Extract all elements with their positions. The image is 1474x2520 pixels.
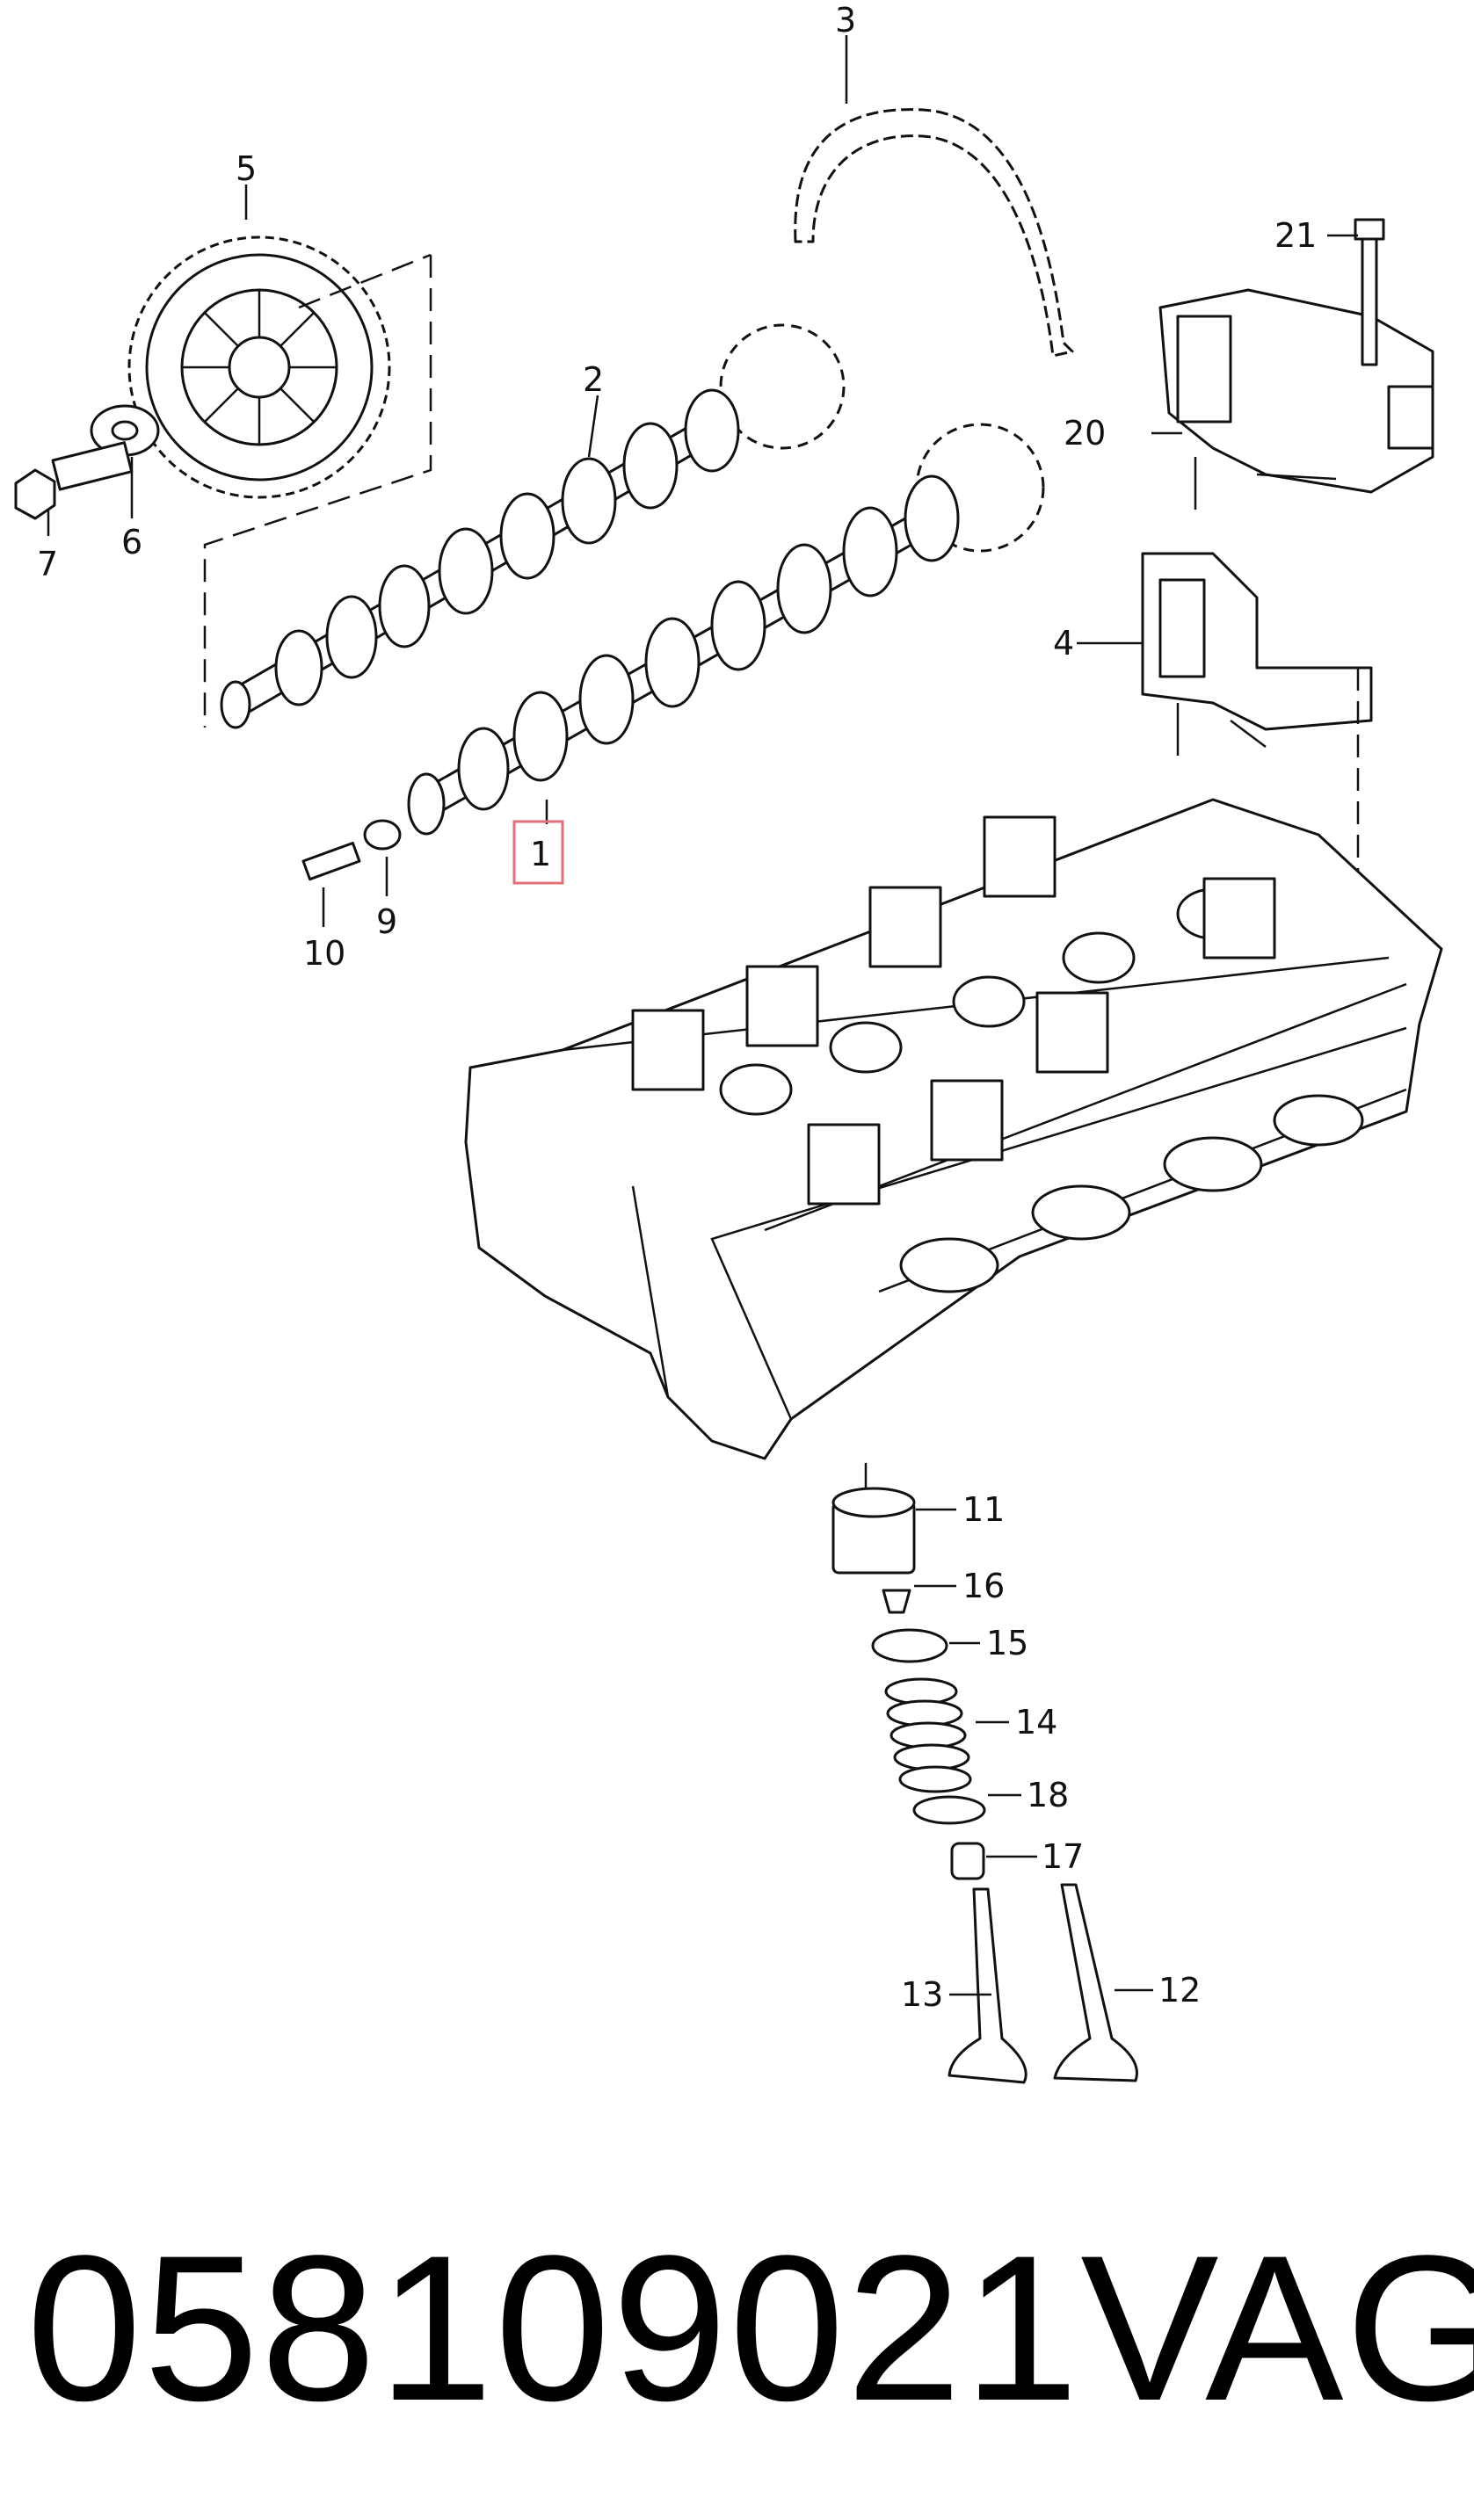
callout-21: 21 bbox=[1274, 216, 1317, 255]
callout-18: 18 bbox=[1027, 1776, 1069, 1814]
cylinder-head bbox=[464, 798, 1443, 1460]
highlighted-callout-box bbox=[512, 820, 564, 885]
callout-4: 4 bbox=[1053, 624, 1074, 663]
callout-16: 16 bbox=[962, 1567, 1005, 1605]
part-number-footer: 058109021 VAG bbox=[26, 2197, 1474, 2460]
chain-tensioner-lower bbox=[1141, 552, 1373, 923]
inlet-valve bbox=[948, 1887, 1027, 2084]
callout-6: 6 bbox=[121, 523, 142, 561]
brand-name: VAG bbox=[1080, 2212, 1474, 2444]
callout-17: 17 bbox=[1042, 1837, 1084, 1876]
exhaust-valve bbox=[1053, 1883, 1138, 2082]
callout-5: 5 bbox=[236, 149, 257, 188]
exploded-parts-diagram: 3 5 2 21 20 4 7 6 1 9 10 11 16 15 14 18 bbox=[14, 1, 1443, 2084]
callout-14: 14 bbox=[1015, 1703, 1057, 1742]
callouts: 3 5 2 21 20 4 7 6 1 9 10 11 16 15 14 18 bbox=[37, 1, 1358, 2014]
callout-15: 15 bbox=[986, 1624, 1028, 1662]
chain-tensioner bbox=[1158, 218, 1434, 510]
camshaft-bolt bbox=[301, 841, 361, 881]
callout-7: 7 bbox=[37, 545, 58, 583]
callout-1: 1 bbox=[530, 835, 551, 873]
callout-12: 12 bbox=[1158, 1971, 1201, 2009]
timing-chain bbox=[794, 108, 1074, 358]
exhaust-camshaft bbox=[220, 323, 846, 729]
valve-stem-seal bbox=[950, 1842, 985, 1880]
camshaft-sprocket bbox=[127, 235, 391, 499]
callout-11: 11 bbox=[962, 1490, 1005, 1529]
valve-spring bbox=[884, 1677, 972, 1793]
callout-20: 20 bbox=[1064, 414, 1106, 453]
sprocket-bolt bbox=[14, 441, 134, 520]
washer bbox=[90, 404, 160, 457]
valve-keeper bbox=[882, 1589, 911, 1614]
spring-seat bbox=[912, 1795, 986, 1825]
washer-small bbox=[363, 819, 402, 851]
spring-retainer bbox=[871, 1628, 948, 1663]
hydraulic-lifter bbox=[831, 1487, 916, 1575]
callout-13: 13 bbox=[901, 1975, 943, 2014]
valve-train bbox=[831, 1463, 1138, 2084]
intake-camshaft bbox=[407, 423, 1045, 836]
part-number: 058109021 bbox=[26, 2212, 1081, 2444]
callout-3: 3 bbox=[835, 1, 856, 40]
callout-2: 2 bbox=[583, 360, 604, 399]
callout-10: 10 bbox=[303, 934, 345, 973]
callout-9: 9 bbox=[376, 902, 397, 941]
